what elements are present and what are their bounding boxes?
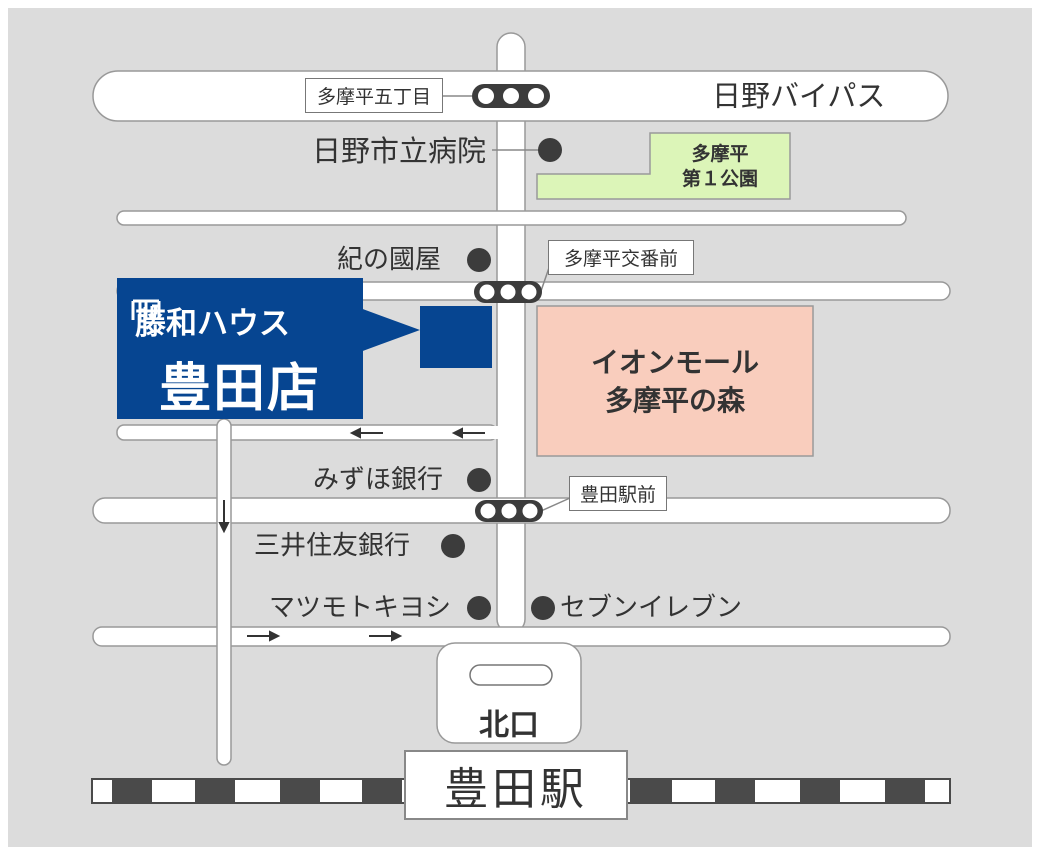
- park-area: [536, 132, 791, 200]
- traffic-light-icon: [474, 281, 542, 303]
- store-location-marker: [420, 306, 492, 368]
- store-callout: 藤和ハウス 豊田店: [117, 278, 363, 419]
- landmark-kinokuniya: 紀の國屋: [337, 245, 442, 275]
- bus-rotary: [469, 664, 553, 686]
- road-west-vertical: [216, 418, 232, 766]
- park-label-line2: 第１公園: [681, 167, 758, 190]
- station-name: 豊田駅: [444, 764, 588, 815]
- landmark-seven-eleven: セブンイレブン: [560, 593, 743, 623]
- intersection-toyoda-eki-mae: 豊田駅前: [569, 476, 667, 511]
- store-brand-name: 藤和ハウス: [135, 306, 290, 342]
- landmark-dot-icon: [467, 248, 491, 272]
- store-brand: 藤和ハウス: [131, 298, 290, 343]
- landmark-mizuho-bank: みずほ銀行: [313, 465, 444, 495]
- landmark-dot-icon: [531, 596, 555, 620]
- one-way-arrow-icon: [218, 500, 230, 534]
- mall-label-line2: 多摩平の森: [604, 383, 745, 417]
- road-one-way-west: [116, 424, 498, 441]
- landmark-matsumoto-kiyoshi: マツモトキヨシ: [269, 593, 452, 623]
- one-way-arrow-icon: [247, 630, 281, 642]
- landmark-smbc-bank: 三井住友銀行: [254, 531, 411, 561]
- park-label: 多摩平 第１公園: [650, 142, 790, 191]
- mall-area: [536, 305, 814, 457]
- landmark-dot-icon: [441, 534, 465, 558]
- one-way-arrow-icon: [451, 427, 485, 439]
- station-name-box: 豊田駅: [404, 750, 628, 820]
- hino-bypass-label: 日野バイパス: [712, 79, 886, 113]
- traffic-light-icon: [475, 500, 543, 522]
- landmark-dot-icon: [467, 596, 491, 620]
- landmark-dot-icons: [441, 138, 562, 620]
- landmark-dot-icon: [467, 468, 491, 492]
- main-north-south-road: [496, 32, 526, 634]
- intersection-tamadaira-koban-mae: 多摩平交番前: [548, 240, 694, 275]
- one-way-arrow-icons: [218, 427, 485, 642]
- intersection-tamadaira-5chome: 多摩平五丁目: [305, 78, 443, 113]
- park-label-line1: 多摩平: [691, 143, 749, 165]
- mall-label-line1: イオンモール: [590, 346, 759, 379]
- landmark-hino-hospital: 日野市立病院: [312, 134, 487, 168]
- store-callout-pointer: [360, 308, 420, 352]
- one-way-arrow-icon: [349, 427, 383, 439]
- mall-label: イオンモール 多摩平の森: [537, 344, 813, 420]
- store-branch-name: 豊田店: [158, 359, 321, 419]
- landmark-dot-icon: [538, 138, 562, 162]
- station-north-exit-label: 北口: [479, 708, 539, 743]
- one-way-arrow-icon: [369, 630, 403, 642]
- traffic-light-icon: [472, 84, 550, 108]
